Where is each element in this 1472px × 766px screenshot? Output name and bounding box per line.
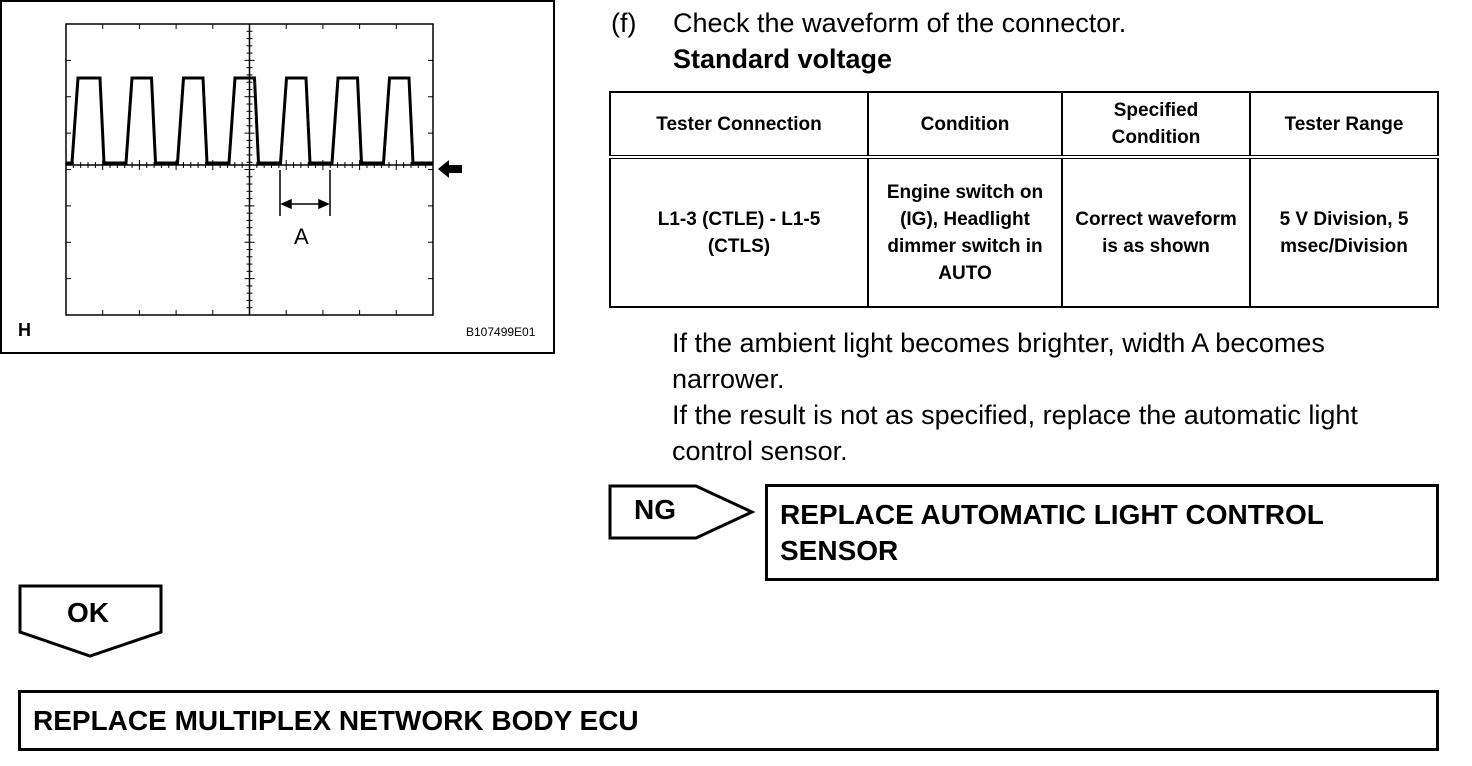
header-tester-range: Tester Range bbox=[1249, 91, 1439, 159]
scope-graticule bbox=[65, 23, 434, 316]
cell-tester-connection: L1-3 (CTLE) - L1-5 (CTLS) bbox=[609, 156, 869, 308]
ok-result-box: REPLACE MULTIPLEX NETWORK BODY ECU bbox=[18, 690, 1439, 751]
table-header-row: Tester Connection Condition Specified Co… bbox=[609, 91, 1439, 159]
ng-result-text: REPLACE AUTOMATIC LIGHT CONTROL SENSOR bbox=[780, 499, 1324, 566]
figure-corner-label: H bbox=[18, 320, 31, 340]
cell-condition: Engine switch on (IG), Headlight dimmer … bbox=[867, 156, 1063, 308]
step-letter: (f) bbox=[611, 8, 637, 38]
width-a-marker bbox=[279, 170, 331, 216]
standard-voltage-heading: Standard voltage bbox=[673, 44, 893, 74]
note-ambient-light: If the ambient light becomes brighter, w… bbox=[672, 328, 1325, 394]
cell-tester-range: 5 V Division, 5 msec/Division bbox=[1249, 156, 1439, 308]
arrow-left-icon bbox=[438, 160, 462, 178]
header-condition: Condition bbox=[867, 91, 1063, 159]
waveform-figure: A H B107499E01 bbox=[0, 0, 555, 354]
ng-label: NG bbox=[634, 494, 676, 525]
note-replace-sensor: If the result is not as specified, repla… bbox=[672, 400, 1358, 466]
spec-table: Tester Connection Condition Specified Co… bbox=[609, 91, 1439, 308]
header-tester-connection: Tester Connection bbox=[609, 91, 869, 159]
header-specified-condition: Specified Condition bbox=[1061, 91, 1251, 159]
cell-specified-condition: Correct waveform is as shown bbox=[1061, 156, 1251, 308]
ng-arrow-tag bbox=[608, 484, 756, 540]
figure-id: B107499E01 bbox=[466, 325, 536, 339]
ok-arrow-tag bbox=[18, 584, 163, 658]
ok-label: OK bbox=[67, 597, 109, 628]
ok-result-text: REPLACE MULTIPLEX NETWORK BODY ECU bbox=[33, 705, 639, 736]
step-instruction: Check the waveform of the connector. bbox=[673, 8, 1127, 38]
marker-label-a: A bbox=[294, 224, 309, 249]
oscilloscope-screen bbox=[65, 23, 462, 316]
ng-result-box: REPLACE AUTOMATIC LIGHT CONTROL SENSOR bbox=[765, 484, 1439, 581]
table-row: L1-3 (CTLE) - L1-5 (CTLS) Engine switch … bbox=[609, 156, 1439, 308]
waveform-trace bbox=[66, 76, 433, 165]
